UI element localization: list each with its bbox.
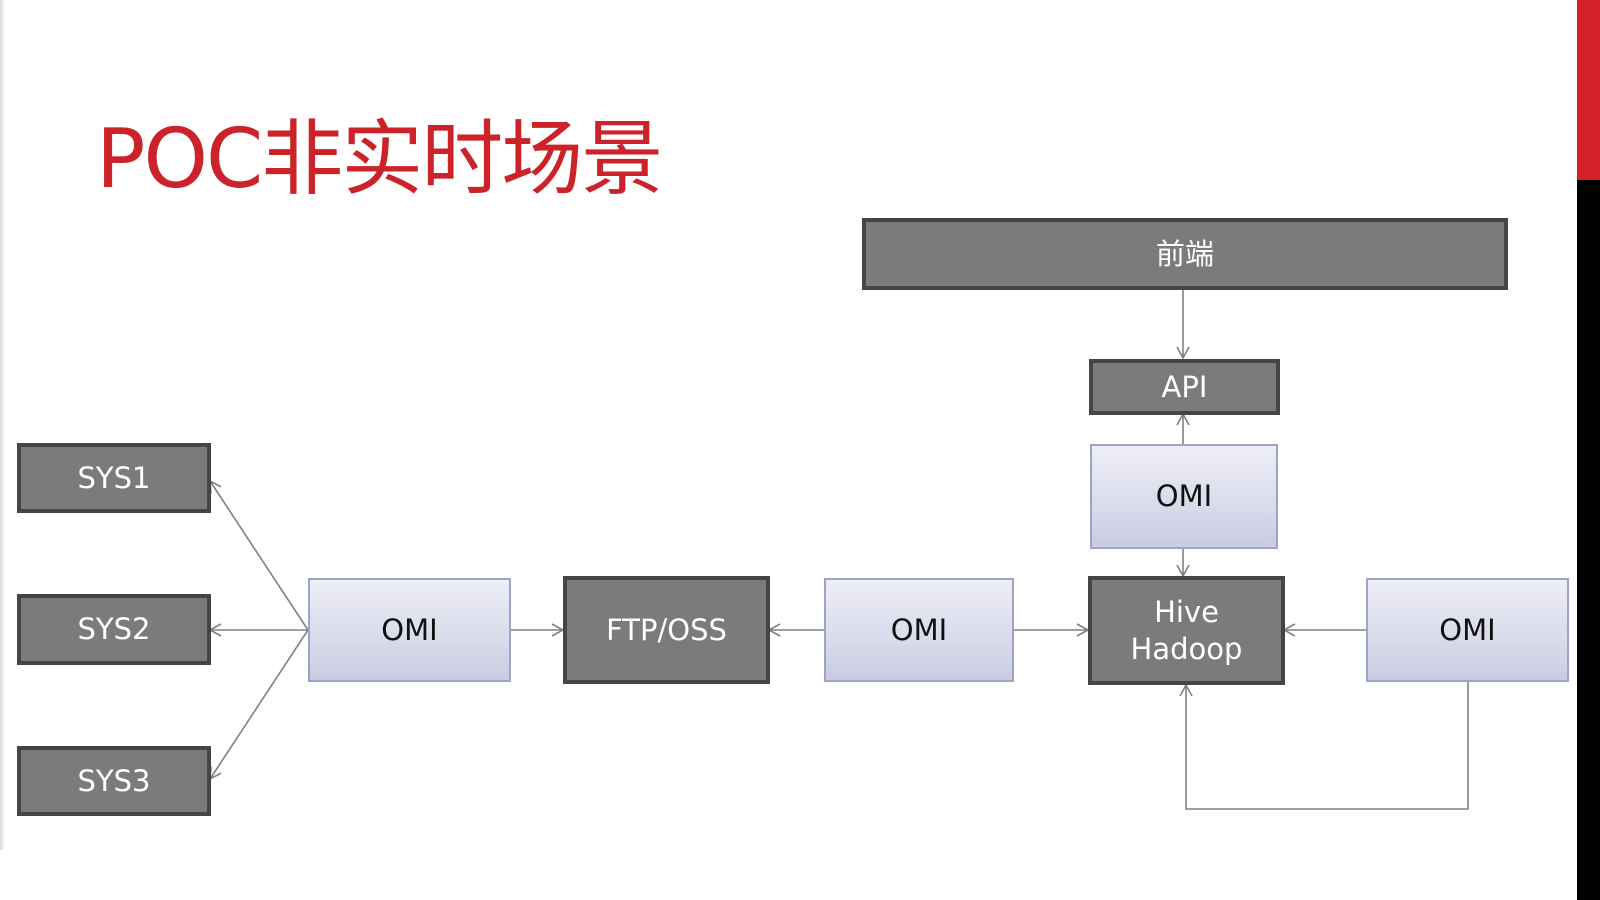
accent-bar-red	[1577, 0, 1600, 180]
hive-hadoop-box: Hive Hadoop	[1088, 576, 1285, 685]
frontend-box: 前端	[862, 218, 1508, 290]
omi-mid-label: OMI	[890, 612, 948, 647]
hadoop-label: Hadoop	[1130, 631, 1243, 666]
omi-right-box: OMI	[1366, 578, 1569, 682]
omi-mid-box: OMI	[824, 578, 1014, 682]
slide-title: POC非实时场景	[96, 112, 663, 207]
sys1-label: SYS1	[77, 460, 151, 495]
sys3-box: SYS3	[17, 746, 211, 816]
frontend-label: 前端	[1155, 236, 1214, 271]
sys2-box: SYS2	[17, 594, 211, 665]
omi-top-label: OMI	[1155, 479, 1213, 514]
api-box: API	[1089, 359, 1280, 415]
connector-omi-right-loop-to-hive	[1179, 682, 1469, 810]
sys3-label: SYS3	[77, 763, 151, 798]
omi-top-box: OMI	[1090, 444, 1278, 549]
connector-omi-left-to-sys3	[209, 629, 309, 781]
omi-right-label: OMI	[1439, 612, 1496, 647]
accent-bar-black	[1577, 180, 1600, 900]
left-edge-shadow	[0, 0, 5, 850]
omi-left-label: OMI	[381, 612, 438, 647]
ftp-oss-label: FTP/OSS	[606, 612, 727, 647]
connector-omi-left-to-sys1	[209, 479, 309, 631]
api-label: API	[1161, 369, 1208, 404]
sys1-box: SYS1	[17, 443, 211, 513]
hive-label: Hive	[1154, 595, 1219, 630]
omi-left-box: OMI	[308, 578, 511, 682]
ftp-oss-box: FTP/OSS	[563, 576, 770, 684]
sys2-label: SYS2	[77, 612, 151, 647]
